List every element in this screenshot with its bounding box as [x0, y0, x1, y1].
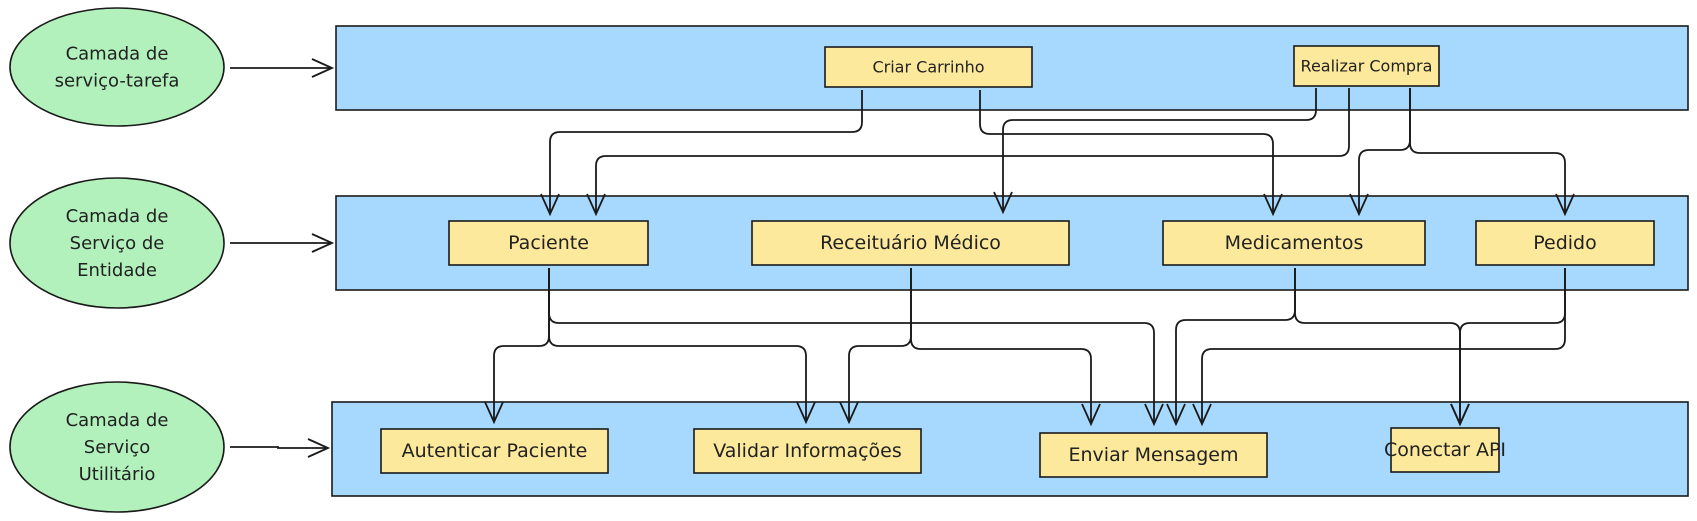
connection-line [1459, 268, 1566, 424]
connection-arrowhead [1144, 403, 1164, 427]
connection-arrowhead [586, 193, 606, 217]
connection-arrowhead [484, 401, 504, 425]
connection-line [493, 268, 550, 422]
service-box-label: Validar Informações [713, 440, 902, 462]
layer-label-text: Serviço de [70, 233, 165, 254]
layer-arrowhead-utilitario [307, 438, 331, 458]
service-box-validar: Validar Informações [693, 428, 922, 474]
layer-label-text: serviço-tarefa [55, 71, 180, 92]
connection-arrowhead [1081, 403, 1101, 427]
connection-line [979, 90, 1274, 214]
service-box-label: Receituário Médico [820, 232, 1001, 254]
connection-line [549, 90, 863, 214]
connection-pedido-to-conectar [1450, 268, 1566, 427]
service-box-label: Realizar Compra [1301, 57, 1433, 76]
service-box-label: Conectar API [1384, 439, 1506, 461]
layer-label-ellipse [9, 7, 225, 127]
connection-arrowhead [540, 193, 560, 217]
service-box-rect [1475, 220, 1655, 266]
connection-line [1201, 268, 1566, 424]
service-box-label: Pedido [1533, 232, 1597, 254]
layer-arrowhead-entidade [311, 233, 335, 253]
connection-paciente-to-enviar [548, 268, 1164, 427]
connection-medicamentos-to-enviar [1166, 268, 1296, 427]
layer-label-text: Camada de [66, 410, 169, 431]
connection-line [1175, 268, 1296, 424]
connection-realizar_compra-to-pedido [1409, 88, 1575, 217]
service-box-label: Paciente [508, 232, 589, 254]
layer-arrows [230, 58, 335, 458]
service-box-conectar: Conectar API [1384, 427, 1506, 473]
service-box-rect [824, 46, 1033, 88]
connection-paciente-to-validar [548, 268, 816, 425]
connection-arrowhead [1349, 193, 1369, 217]
connections [484, 88, 1575, 427]
connection-line [1409, 88, 1566, 214]
service-box-rect [1293, 45, 1440, 87]
layer-label-ellipse [9, 381, 225, 513]
service-box-label: Autenticar Paciente [402, 440, 588, 462]
connection-arrowhead [1555, 193, 1575, 217]
connection-arrowhead [1263, 193, 1283, 217]
layer-arrowhead-tarefa [311, 58, 335, 78]
service-box-label: Criar Carrinho [872, 58, 984, 77]
connection-paciente-to-autenticar [484, 268, 550, 425]
layer-label-text: Entidade [77, 260, 157, 281]
layer-arrow-utilitario [230, 446, 328, 449]
layer-label-ellipse [9, 177, 225, 309]
connection-realizar_compra-to-paciente [586, 88, 1350, 217]
connection-line [595, 88, 1350, 214]
connection-arrowhead [1192, 403, 1212, 427]
connection-arrowhead [1450, 403, 1470, 427]
connection-line [548, 268, 1155, 424]
connection-line [1002, 88, 1317, 212]
layer-label-tarefa: Camada de serviço-tarefa [9, 7, 225, 127]
service-box-rect [380, 428, 609, 474]
connection-receituario-to-enviar [910, 268, 1101, 427]
service-box-autenticar: Autenticar Paciente [380, 428, 609, 474]
layer-label-text: Utilitário [79, 464, 156, 485]
service-box-rect [1162, 220, 1426, 266]
layer-label-text: Camada de [66, 44, 169, 65]
service-box-label: Medicamentos [1225, 232, 1364, 254]
service-box-receituario: Receituário Médico [751, 220, 1070, 266]
service-box-realizar_compra: Realizar Compra [1293, 45, 1440, 87]
service-box-paciente: Paciente [448, 220, 649, 266]
service-box-rect [1039, 432, 1268, 478]
layer-label-text: Camada de [66, 206, 169, 227]
connection-receituario-to-validar [839, 268, 912, 425]
connection-arrowhead [993, 191, 1013, 215]
connection-criar_carrinho-to-medicamentos [979, 90, 1283, 217]
service-box-label: Enviar Mensagem [1069, 444, 1239, 466]
connection-medicamentos-to-conectar [1294, 268, 1470, 427]
connection-line [1294, 268, 1461, 424]
service-box-rect [448, 220, 649, 266]
connection-arrowhead [1166, 403, 1186, 427]
connection-pedido-to-enviar [1192, 268, 1566, 427]
connection-line [848, 268, 912, 422]
connection-criar_carrinho-to-paciente [540, 90, 863, 217]
connection-line [548, 268, 807, 422]
layer-label-text: Serviço [84, 437, 150, 458]
service-box-pedido: Pedido [1475, 220, 1655, 266]
service-box-rect [1390, 427, 1500, 473]
service-box-medicamentos: Medicamentos [1162, 220, 1426, 266]
service-box-rect [751, 220, 1070, 266]
service-box-enviar: Enviar Mensagem [1039, 432, 1268, 478]
service-box-criar_carrinho: Criar Carrinho [824, 46, 1033, 88]
layer-label-entidade: Camada de Serviço de Entidade [9, 177, 225, 309]
service-box-rect [693, 428, 922, 474]
connection-arrowhead [796, 401, 816, 425]
connection-arrowhead [839, 401, 859, 425]
connection-line [910, 268, 1092, 424]
connection-realizar_compra-to-receituario [993, 88, 1317, 215]
